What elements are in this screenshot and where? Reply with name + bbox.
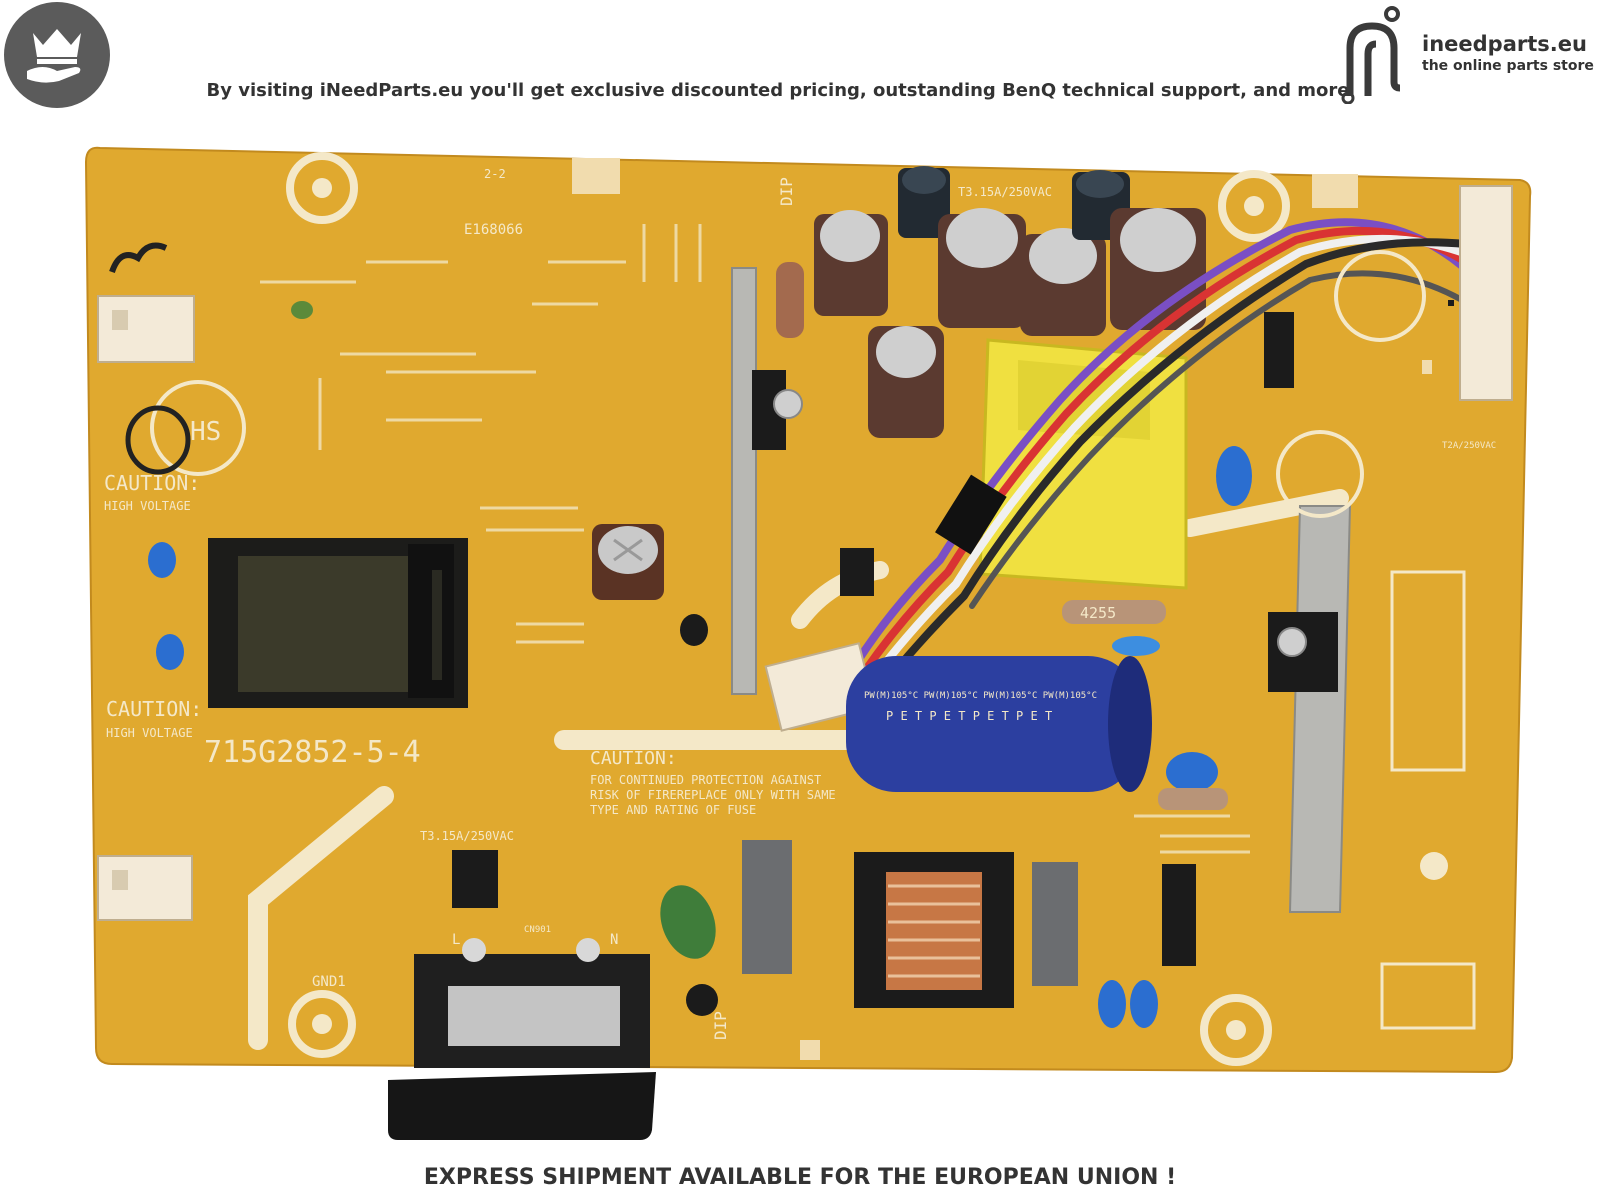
dip-label: DIP xyxy=(777,177,796,206)
choke-l901 xyxy=(854,852,1014,1008)
heatsink-right xyxy=(1268,505,1352,913)
fuse-warning-line: TYPE AND RATING OF FUSE xyxy=(590,803,756,817)
connector-label: L xyxy=(452,932,460,948)
capacitor-print: PW(M)105°C PW(M)105°C PW(M)105°C PW(M)10… xyxy=(864,691,1097,701)
wire-harness xyxy=(836,218,1488,720)
brand-subtitle: the online parts store xyxy=(1422,58,1594,74)
heatsink-left xyxy=(731,267,803,695)
ul-code: E168066 xyxy=(464,222,523,238)
mounting-hole xyxy=(288,990,356,1058)
dip-label: DIP xyxy=(711,1011,730,1040)
fuse-rating: T2A/250VAC xyxy=(1442,441,1496,451)
connector-label: CN901 xyxy=(524,925,551,935)
high-voltage-label: HIGH VOLTAGE xyxy=(106,726,193,740)
brand-name: ineedparts.eu xyxy=(1422,32,1587,56)
connector-label: N xyxy=(610,932,618,948)
ac-inlet xyxy=(388,938,656,1140)
fuse-warning-line: RISK OF FIREREPLACE ONLY WITH SAME xyxy=(590,788,836,802)
connector-cn802 xyxy=(97,855,193,921)
capacitor-c802 xyxy=(592,524,664,600)
mounting-hole xyxy=(1218,170,1290,242)
mounting-hole xyxy=(1200,994,1272,1066)
caution-label: CAUTION: xyxy=(106,697,202,721)
caution-label: CAUTION: xyxy=(590,748,677,769)
caution-label: CAUTION: xyxy=(104,471,200,495)
shipment-text: EXPRESS SHIPMENT AVAILABLE FOR THE EUROP… xyxy=(423,1165,1177,1190)
connector-cn801 xyxy=(97,295,195,363)
transformer-t801 xyxy=(208,538,468,708)
crown-icon xyxy=(27,29,81,83)
brand-mark-icon xyxy=(1341,6,1401,104)
revision: 2-2 xyxy=(484,167,506,181)
capacitor-bulk-blue xyxy=(846,656,1152,792)
fuse-rating: T3.15A/250VAC xyxy=(420,829,514,843)
resistor-mark: 4255 xyxy=(1080,604,1116,622)
hs-logo: HS xyxy=(190,417,221,447)
tagline-text: By visiting iNeedParts.eu you'll get exc… xyxy=(206,80,1350,101)
gnd-label: GND1 xyxy=(312,974,346,990)
fuse-warning-line: FOR CONTINUED PROTECTION AGAINST xyxy=(590,773,821,787)
brand-logo[interactable]: ineedparts.eu the online parts store xyxy=(1340,4,1598,104)
mounting-hole xyxy=(286,152,358,224)
capacitor-cluster xyxy=(814,166,1206,438)
crown-hand-badge xyxy=(4,2,110,108)
high-voltage-label: HIGH VOLTAGE xyxy=(104,499,191,513)
footer-banner: EXPRESS SHIPMENT AVAILABLE FOR THE EUROP… xyxy=(0,1165,1600,1190)
header-tagline: By visiting iNeedParts.eu you'll get exc… xyxy=(0,80,1600,101)
y-capacitor xyxy=(148,542,184,670)
part-number: 715G2852-5-4 xyxy=(204,735,421,770)
fuse-rating: T3.15A/250VAC xyxy=(958,185,1052,199)
capacitor-print: P E T P E T P E T P E T xyxy=(886,709,1052,723)
